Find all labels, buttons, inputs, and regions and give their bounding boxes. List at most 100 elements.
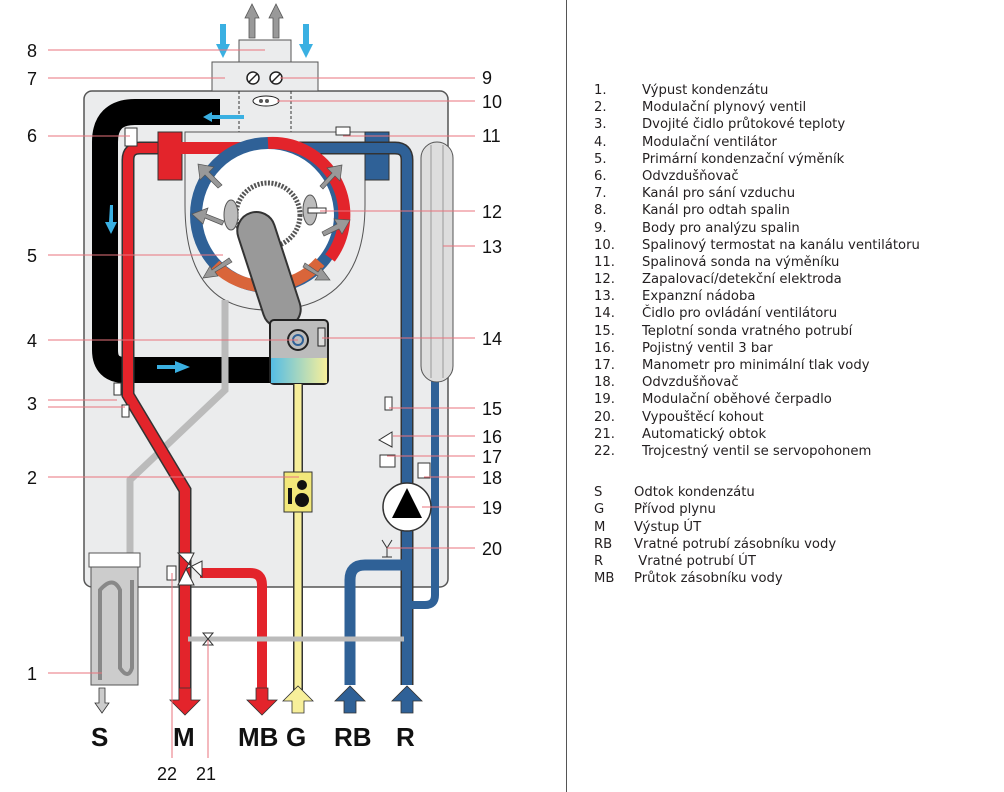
legend-number: 4. — [594, 134, 607, 150]
legend-number: 14. — [594, 306, 615, 322]
legend-gap — [594, 460, 920, 484]
legend-code: G — [594, 502, 605, 518]
legend-text: Průtok zásobníku vody — [634, 571, 783, 587]
legend-text: Výstup ÚT — [634, 519, 702, 535]
callout-17: 17 — [482, 447, 502, 467]
bypass-valve-icon — [201, 632, 215, 646]
legend-text: Body pro analýzu spalin — [642, 220, 800, 236]
legend-item: 21.Automatický obtok — [594, 426, 920, 443]
legend-connection-item: R Vratné potrubí ÚT — [594, 553, 920, 570]
electrode-left — [223, 199, 239, 231]
legend-text: Odtok kondenzátu — [634, 485, 755, 501]
legend-text: Čidlo pro ovládání ventilátoru — [642, 306, 838, 322]
callout-19: 19 — [482, 498, 502, 518]
legend-item: 12. Zapalovací/detekční elektroda — [594, 271, 920, 288]
legend-item: 1.Výpust kondenzátu — [594, 82, 920, 99]
legend-item: 22.Trojcestný ventil se servopohonem — [594, 443, 920, 460]
legend-text: Výpust kondenzátu — [642, 83, 769, 98]
callout-8: 8 — [27, 41, 37, 61]
legend-text: Zapalovací/detekční elektroda — [642, 272, 842, 288]
callout-6: 6 — [27, 126, 37, 146]
divider — [566, 0, 567, 792]
legend-text: Manometr pro minimální tlak vody — [642, 358, 870, 373]
legend-text: Primární kondenzační výměník — [642, 151, 845, 167]
callout-16: 16 — [482, 427, 502, 447]
callout-11: 11 — [482, 126, 501, 146]
legend-item: 7. Kanál pro sání vzduchu — [594, 185, 920, 202]
callout-13: 13 — [482, 237, 502, 257]
legend-text: Přívod plynu — [634, 502, 716, 518]
legend-number: 7. — [594, 186, 607, 202]
legend-text: Odvzdušňovač — [642, 168, 739, 184]
legend-number: 9. — [594, 220, 607, 236]
legend-text: Modulační ventilátor — [642, 134, 777, 150]
legend-text: Kanál pro odtah spalin — [642, 203, 790, 219]
legend-number: 18. — [594, 375, 615, 391]
legend-code: RB — [594, 536, 613, 552]
callout-15: 15 — [482, 399, 502, 419]
legend-item: 10.Spalinový termostat na kanálu ventilá… — [594, 237, 920, 254]
legend-text: Dvojité čidlo průtokové teploty — [642, 117, 846, 133]
air-flow-arrow — [105, 205, 117, 234]
legend-number: 19. — [594, 392, 615, 408]
legend-text: Automatický obtok — [642, 426, 767, 442]
legend-item: 2. Modulační plynový ventil — [594, 99, 920, 116]
callout-12: 12 — [482, 202, 502, 222]
legend-code: R — [594, 553, 604, 569]
legend-number: 3. — [594, 117, 607, 133]
callout-5: 5 — [27, 246, 37, 266]
legend-item: 8. Kanál pro odtah spalin — [594, 202, 920, 219]
legend-item: 15.Teplotní sonda vratného potrubí — [594, 323, 920, 340]
legend-number: 16. — [594, 340, 615, 356]
legend-text: Modulační plynový ventil — [642, 100, 807, 116]
callout-1: 1 — [27, 664, 37, 684]
callout-3: 3 — [27, 394, 37, 414]
legend-number: 6. — [594, 168, 607, 184]
legend-code: S — [594, 485, 603, 501]
air-flow-arrow — [203, 112, 244, 122]
sensors — [113, 126, 431, 479]
legend-text: Vypouštěcí kohout — [642, 409, 764, 425]
legend-text: Teplotní sonda vratného potrubí — [642, 323, 853, 339]
legend-number: 13. — [594, 289, 615, 305]
callout-2: 2 — [27, 468, 37, 488]
air-intake-box — [211, 61, 319, 92]
connection-mb: MB — [238, 722, 278, 752]
legend-connection-item: G Přívod plynu — [594, 501, 920, 518]
legend-item: 3. Dvojité čidlo průtokové teploty — [594, 116, 920, 133]
dhw-flow-pipe — [200, 568, 267, 690]
legend-number: 12. — [594, 272, 615, 288]
legend-item: 11.Spalinová sonda na výměníku — [594, 254, 920, 271]
legend-number: 2. — [594, 100, 607, 116]
callout-20: 20 — [482, 539, 502, 559]
legend-number: 8. — [594, 203, 607, 219]
callout-4: 4 — [27, 331, 37, 351]
callout-14: 14 — [482, 329, 502, 349]
callout-10: 10 — [482, 92, 502, 112]
air-flow-arrow — [157, 361, 190, 373]
callout-22: 22 — [157, 764, 177, 784]
air-duct — [92, 99, 270, 383]
legend-item: 9. Body pro analýzu spalin — [594, 220, 920, 237]
return-pipe — [270, 143, 412, 685]
legend-item: 19. Modulační oběhové čerpadlo — [594, 391, 920, 408]
connection-rb: RB — [334, 722, 372, 752]
legend-connection-item: S Odtok kondenzátu — [594, 484, 920, 501]
legend-text: Spalinová sonda na výměníku — [642, 254, 840, 270]
legend-number: 22. — [594, 443, 615, 459]
callout-7: 7 — [27, 69, 37, 89]
legend-item: 5.Primární kondenzační výměník — [594, 151, 920, 168]
legend-text: Kanál pro sání vzduchu — [642, 186, 796, 202]
legend-item: 20. Vypouštěcí kohout — [594, 409, 920, 426]
legend-text: Modulační oběhové čerpadlo — [642, 392, 832, 408]
legend-item: 13.Expanzní nádoba — [594, 288, 920, 305]
legend-item: 4. Modulační ventilátor — [594, 134, 920, 151]
legend-number: 20. — [594, 409, 615, 425]
legend-text: Spalinový termostat na kanálu ventilátor… — [642, 237, 920, 253]
expansion-pipe — [407, 375, 439, 609]
return-manifold — [364, 131, 390, 181]
